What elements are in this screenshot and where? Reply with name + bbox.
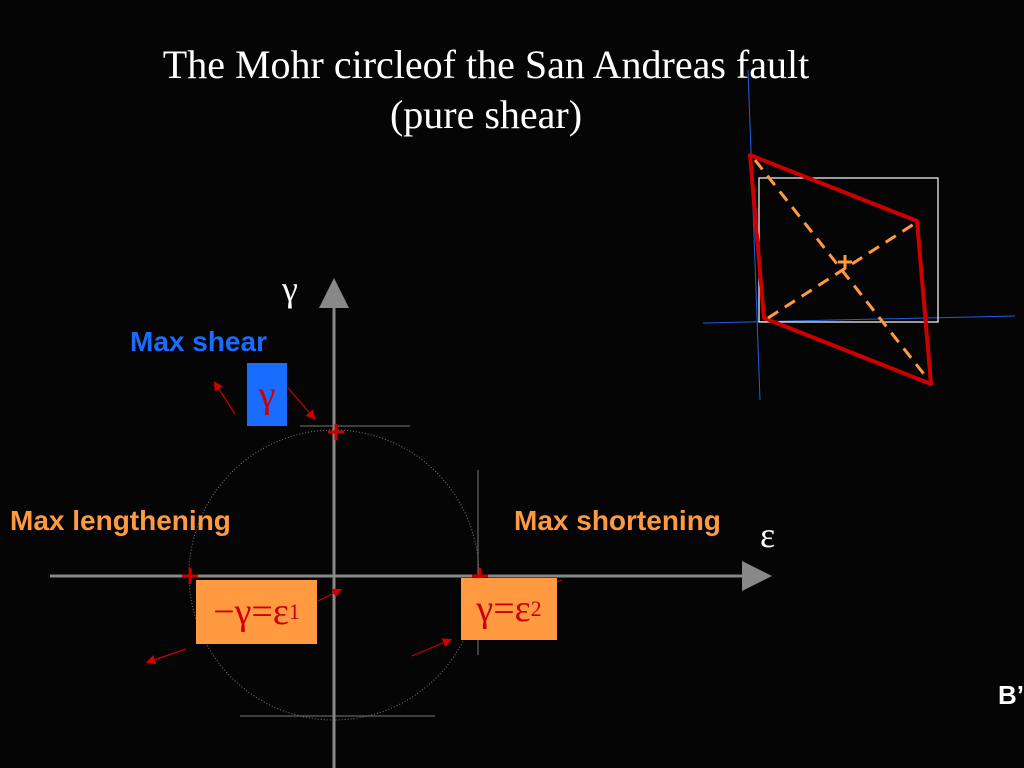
shortening-box-subscript: 2 [530, 596, 542, 621]
title-line-2: (pure shear) [389, 92, 583, 137]
diagonal-short [767, 222, 915, 320]
title-line-1: The Mohr circleof the San Andreas fault [162, 42, 810, 87]
deformed-parallelogram [748, 153, 933, 386]
epsilon-axis-label: ε [760, 515, 776, 555]
slide-title: The Mohr circleof the San Andreas fault … [0, 40, 972, 140]
left-box-arrow-in [317, 588, 343, 602]
corner-label: B’ [998, 680, 1024, 710]
sketch-center-plus [838, 255, 852, 269]
shear-arrow-left [213, 380, 236, 415]
lengthening-box-subscript: 1 [288, 599, 300, 624]
lengthening-box-formula: −γ=ε [213, 591, 289, 633]
plus-marker-left [182, 568, 198, 584]
right-box-arrow-out [411, 638, 453, 657]
sketch-vertical-axis [747, 69, 761, 401]
shortening-box-formula: γ=ε [476, 588, 531, 630]
max-shear-box: γ [247, 363, 287, 426]
max-shear-label: Max shear [130, 326, 267, 357]
left-box-arrow-out [145, 648, 187, 665]
max-lengthening-label: Max lengthening [10, 505, 231, 536]
plus-marker-top [328, 424, 344, 440]
max-shortening-label: Max shortening [514, 505, 721, 536]
shear-arrow-right [287, 387, 316, 420]
max-shear-box-symbol: γ [258, 373, 276, 416]
gamma-axis-label: γ [282, 269, 298, 309]
diagonal-long [753, 159, 929, 379]
sketch-horizontal-axis [702, 315, 1016, 324]
